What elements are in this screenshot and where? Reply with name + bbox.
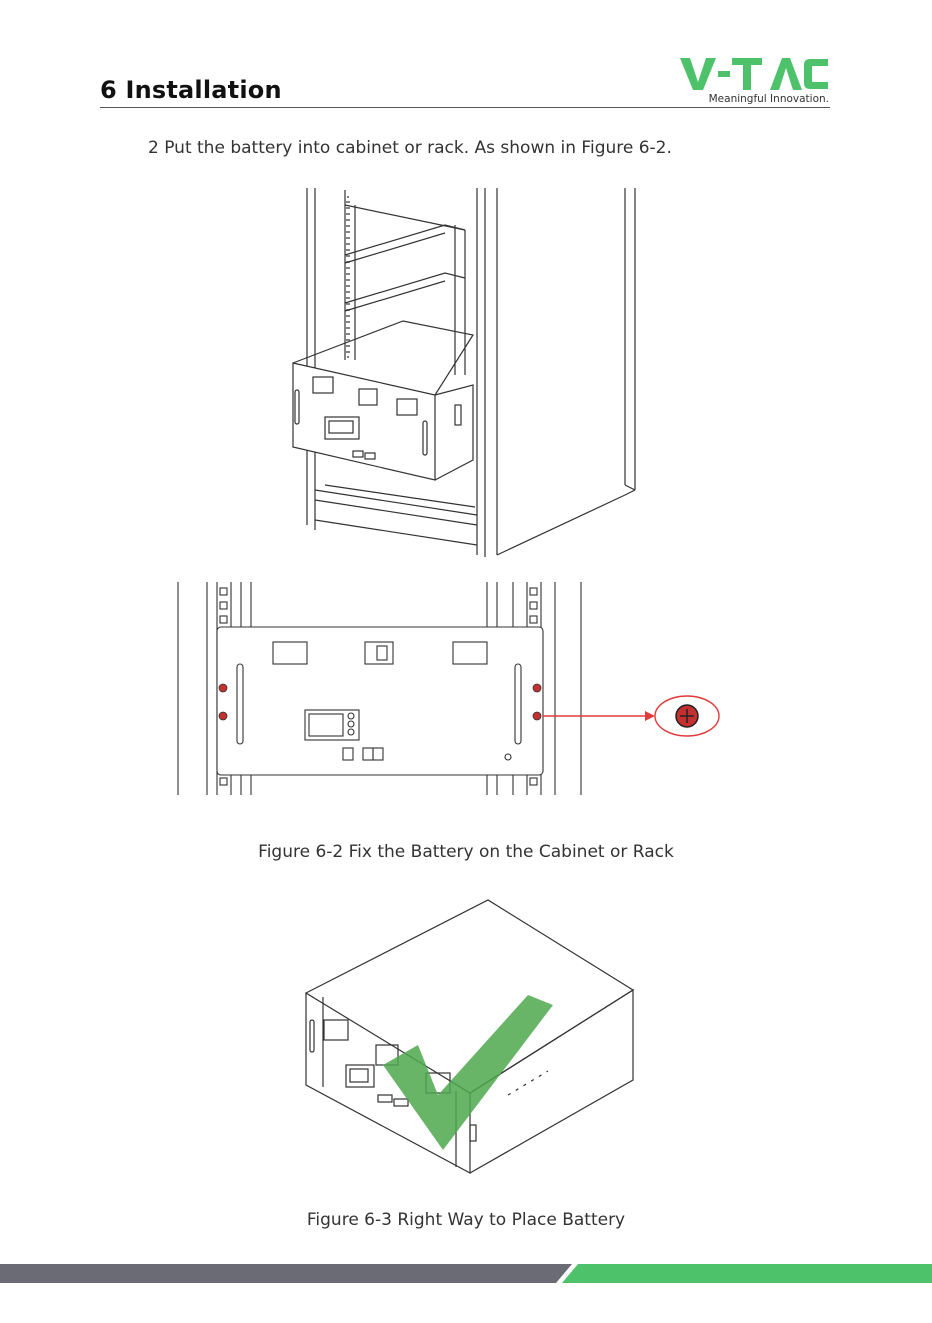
- figure-6-3-caption: Figure 6-3 Right Way to Place Battery: [0, 1210, 932, 1230]
- step-2-text: 2 Put the battery into cabinet or rack. …: [148, 138, 672, 158]
- header-divider: [100, 107, 830, 108]
- rack-front-panel-illustration: [175, 582, 735, 797]
- figure-6-2-caption: Figure 6-2 Fix the Battery on the Cabine…: [0, 842, 932, 862]
- battery-right-way-illustration: [298, 895, 638, 1180]
- footer-band: [0, 1264, 932, 1283]
- logo-tagline: Meaningful Innovation.: [709, 93, 829, 105]
- cabinet-battery-illustration: [285, 185, 645, 560]
- section-title: 6 Installation: [100, 76, 282, 104]
